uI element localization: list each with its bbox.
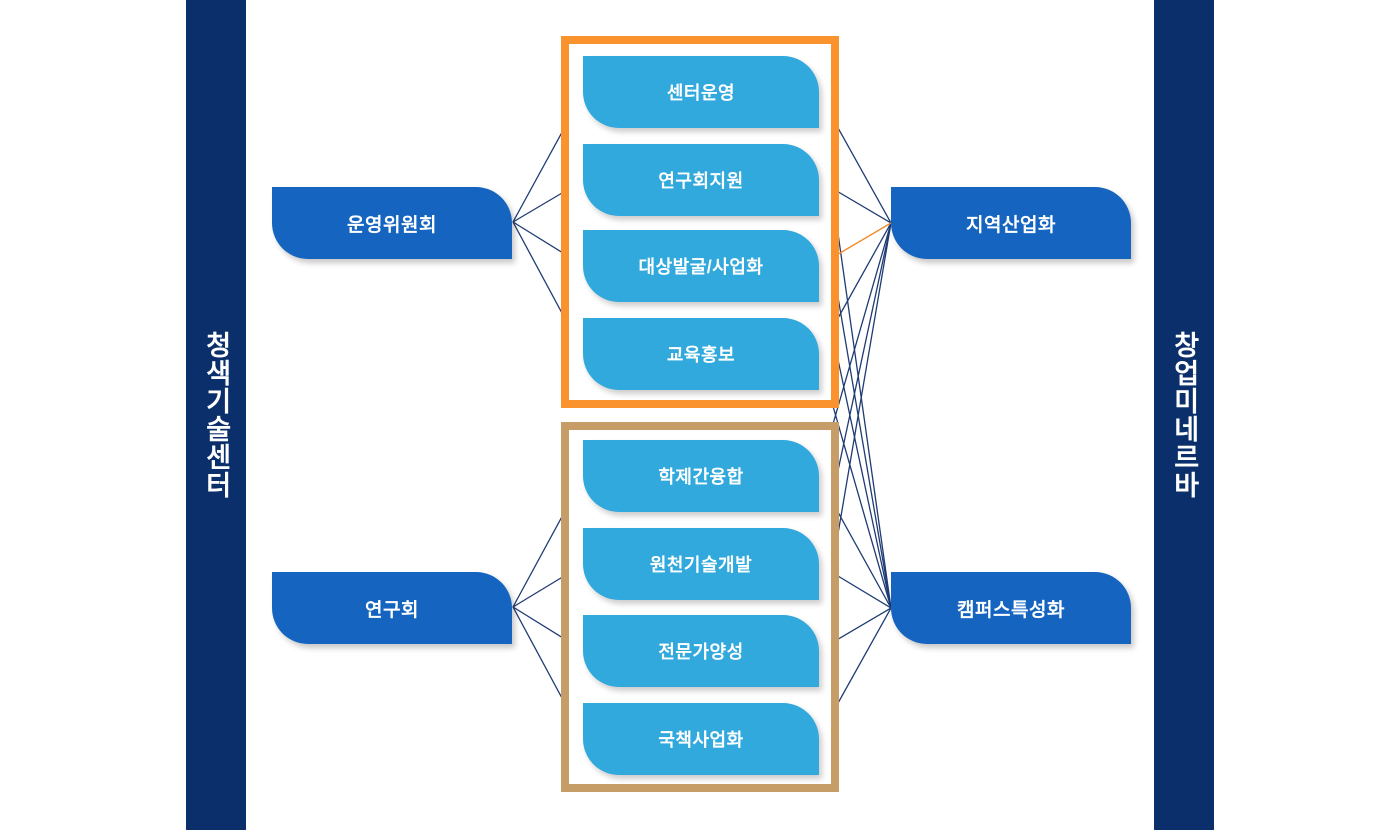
chip-core-technology-development-label: 원천기술개발 — [649, 555, 753, 575]
chip-expert-training[interactable]: 전문가양성 — [583, 615, 819, 687]
chip-center-operation[interactable]: 센터운영 — [583, 56, 819, 128]
chip-core-technology-development[interactable]: 원천기술개발 — [583, 528, 819, 600]
node-regional-industrialization-label: 지역산업화 — [966, 214, 1056, 236]
node-campus-specialization-label: 캠퍼스특성화 — [957, 599, 1065, 621]
chip-interdisciplinary-convergence[interactable]: 학제간융합 — [583, 440, 819, 512]
chip-interdisciplinary-convergence-label: 학제간융합 — [658, 467, 744, 487]
chip-target-discovery-commercialization-label: 대상발굴/사업화 — [638, 257, 764, 277]
chip-center-operation-label: 센터운영 — [666, 83, 736, 103]
node-regional-industrialization[interactable]: 지역산업화 — [891, 187, 1131, 259]
chip-expert-training-label: 전문가양성 — [658, 642, 744, 662]
chip-research-society-support-label: 연구회지원 — [658, 171, 744, 191]
chip-education-promotion-label: 교육홍보 — [666, 345, 736, 365]
chip-national-project-commercialization[interactable]: 국책사업화 — [583, 703, 819, 775]
sidebar-right: 창업미네르바 — [1154, 0, 1214, 830]
node-steering-committee[interactable]: 운영위원회 — [272, 187, 512, 259]
sidebar-left: 청색기술센터 — [186, 0, 246, 830]
chip-research-society-support[interactable]: 연구회지원 — [583, 144, 819, 216]
node-research-society[interactable]: 연구회 — [272, 572, 512, 644]
sidebar-right-label: 창업미네르바 — [1169, 331, 1200, 499]
node-campus-specialization[interactable]: 캠퍼스특성화 — [891, 572, 1131, 644]
node-research-society-label: 연구회 — [365, 599, 419, 621]
chip-national-project-commercialization-label: 국책사업화 — [658, 730, 744, 750]
chip-target-discovery-commercialization[interactable]: 대상발굴/사업화 — [583, 230, 819, 302]
node-steering-committee-label: 운영위원회 — [347, 214, 437, 236]
group-center-operations: 센터운영 연구회지원 대상발굴/사업화 교육홍보 — [561, 36, 839, 408]
chip-education-promotion[interactable]: 교육홍보 — [583, 318, 819, 390]
sidebar-left-label: 청색기술센터 — [201, 331, 232, 499]
group-research-program: 학제간융합 원천기술개발 전문가양성 국책사업화 — [561, 422, 839, 792]
